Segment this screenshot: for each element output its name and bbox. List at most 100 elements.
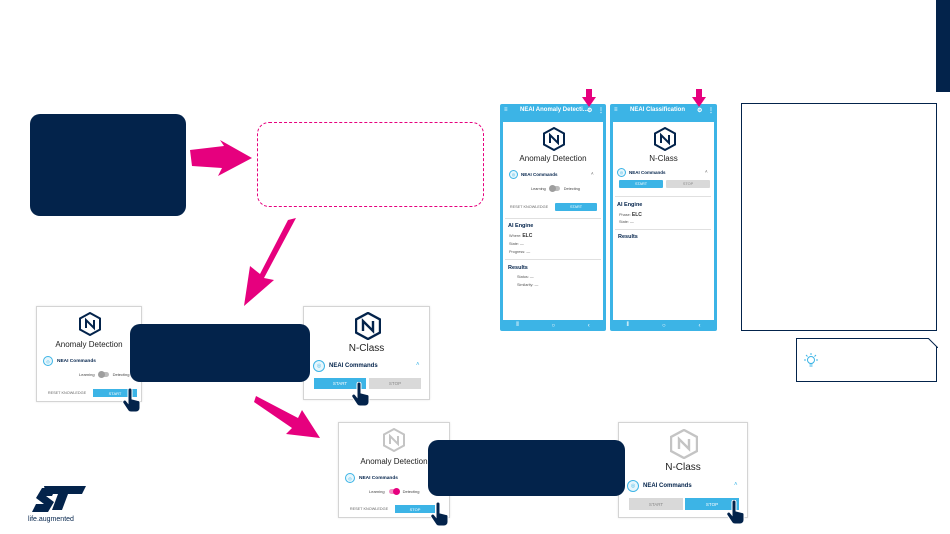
commands-row[interactable]: ◎ NEAI Commands — [313, 360, 378, 372]
commands-label: NEAI Commands — [329, 363, 378, 369]
state-row: State: — — [619, 220, 634, 224]
phase-row: Phase: ELC — [619, 212, 642, 218]
hand-cursor-icon — [430, 502, 449, 527]
start-button[interactable]: START — [555, 203, 597, 211]
toggle-switch[interactable] — [97, 371, 109, 378]
more-icon[interactable]: ⋮ — [708, 108, 714, 114]
neai-logo-icon — [543, 127, 565, 151]
commands-row[interactable]: ◎ NEAI Commands — [617, 168, 666, 177]
settings-icon[interactable]: ⚙ — [697, 108, 703, 114]
commands-label: NEAI Commands — [359, 475, 398, 481]
pointer-arrow-icon — [692, 89, 706, 107]
card-nclass-stop: N-Class ◎ NEAI Commands ˄ START STOP — [618, 422, 748, 518]
commands-label: NEAI Commands — [57, 358, 96, 364]
mode-toggle[interactable]: Learning Detecting — [79, 371, 130, 378]
recent-apps-icon[interactable]: ⦀ — [626, 322, 630, 328]
toggle-left-label: Learning — [531, 186, 546, 191]
commands-row[interactable]: ◎ NEAI Commands — [345, 473, 398, 483]
phone-anomaly-detection: ≡ NEAI Anomaly Detecti... ⚙ ⋮ Anomaly De… — [500, 104, 606, 331]
phone-navbar: ⦀ ○ ‹ — [610, 320, 717, 331]
phone-heading: N-Class — [649, 154, 678, 163]
commands-label: NEAI Commands — [521, 172, 558, 177]
phone-title: NEAI Anomaly Detecti... — [520, 107, 588, 113]
card-anomaly-stop: Anomaly Detection ◎ NEAI Commands Learni… — [338, 422, 450, 518]
menu-icon[interactable]: ≡ — [504, 107, 508, 113]
logo-tagline: life.augmented — [28, 516, 74, 523]
card-heading: N-Class — [665, 462, 701, 473]
chevron-up-icon[interactable]: ˄ — [591, 171, 594, 176]
neai-logo-icon — [654, 127, 676, 151]
st-logo-icon — [32, 486, 86, 512]
tip-note — [796, 338, 938, 382]
commands-row[interactable]: ◎ NEAI Commands — [43, 356, 96, 366]
chevron-up-icon[interactable]: ˄ — [416, 362, 420, 368]
start-button[interactable]: START — [93, 389, 137, 397]
info-box-bottom — [428, 440, 625, 496]
pointer-arrow-icon — [582, 89, 596, 107]
hand-cursor-icon — [122, 388, 141, 413]
toggle-left-label: Learning — [369, 489, 385, 494]
card-heading: Anomaly Detection — [360, 457, 428, 466]
neai-logo-icon — [79, 312, 101, 336]
card-heading: Anomaly Detection — [55, 340, 123, 349]
neai-logo-icon — [383, 428, 405, 452]
arrow-down-right-icon — [254, 396, 320, 438]
home-icon[interactable]: ○ — [662, 322, 666, 329]
state-row: State: — — [509, 242, 524, 246]
toggle-right-label: Detecting — [112, 372, 130, 377]
phone-title: NEAI Classification — [630, 107, 686, 113]
reset-knowledge-button[interactable]: RESET KNOWLEDGE — [349, 507, 389, 511]
corner-tab — [936, 0, 950, 92]
commands-icon: ◎ — [313, 360, 325, 372]
back-icon[interactable]: ‹ — [698, 322, 701, 329]
reset-knowledge-button[interactable]: RESET KNOWLEDGE — [47, 391, 87, 395]
chevron-up-icon[interactable]: ˄ — [705, 169, 708, 174]
settings-icon[interactable]: ⚙ — [587, 108, 593, 114]
commands-label: NEAI Commands — [629, 170, 666, 175]
stop-button[interactable]: STOP — [666, 180, 710, 188]
recent-apps-icon[interactable]: ⦀ — [516, 322, 519, 328]
home-icon[interactable]: ○ — [551, 322, 556, 329]
commands-icon: ◎ — [617, 168, 626, 177]
stop-button[interactable]: STOP — [395, 505, 435, 513]
start-button[interactable]: START — [314, 378, 366, 389]
toggle-right-label: Detecting — [563, 186, 580, 191]
description-panel — [741, 103, 937, 331]
start-button[interactable]: START — [619, 180, 663, 188]
chevron-up-icon[interactable]: ˄ — [734, 482, 738, 488]
hand-cursor-icon — [351, 382, 370, 407]
lightbulb-icon — [804, 353, 818, 367]
hand-cursor-icon — [726, 500, 745, 525]
toggle-right-label: Detecting — [402, 489, 420, 494]
results-title: Results — [618, 234, 638, 240]
stop-button[interactable]: STOP — [685, 498, 739, 510]
toggle-switch[interactable] — [548, 185, 560, 192]
similarity-row: Similarity: — — [517, 283, 539, 287]
phone-heading: Anomaly Detection — [519, 154, 587, 163]
toggle-switch[interactable] — [388, 488, 400, 495]
ai-engine-title: AI Engine — [617, 202, 643, 208]
back-icon[interactable]: ‹ — [587, 322, 590, 329]
commands-row[interactable]: ◎ NEAI Commands — [627, 480, 692, 492]
status-row: Status: — — [517, 275, 534, 279]
neai-logo-icon — [670, 429, 698, 459]
start-button[interactable]: START — [629, 498, 683, 510]
commands-row[interactable]: ◎ NEAI Commands — [509, 170, 558, 179]
commands-icon: ◎ — [345, 473, 355, 483]
card-anomaly-start: Anomaly Detection ◎ NEAI Commands Learni… — [36, 306, 142, 402]
dashed-callout — [257, 122, 484, 207]
commands-icon: ◎ — [509, 170, 518, 179]
menu-icon[interactable]: ≡ — [614, 107, 618, 113]
more-icon[interactable]: ⋮ — [598, 108, 604, 114]
toggle-left-label: Learning — [79, 372, 95, 377]
info-box-middle — [130, 324, 310, 382]
info-box-left — [30, 114, 186, 216]
results-title: Results — [508, 265, 528, 271]
phone-classification: ≡ NEAI Classification ⚙ ⋮ N-Class ◎ NEAI… — [610, 104, 717, 331]
reset-knowledge-button[interactable]: RESET KNOWLEDGE — [509, 205, 549, 209]
mode-toggle[interactable]: Learning Detecting — [369, 488, 420, 495]
mode-toggle[interactable]: Learning Detecting — [531, 185, 580, 192]
commands-icon: ◎ — [43, 356, 53, 366]
stop-button[interactable]: STOP — [369, 378, 421, 389]
commands-icon: ◎ — [627, 480, 639, 492]
